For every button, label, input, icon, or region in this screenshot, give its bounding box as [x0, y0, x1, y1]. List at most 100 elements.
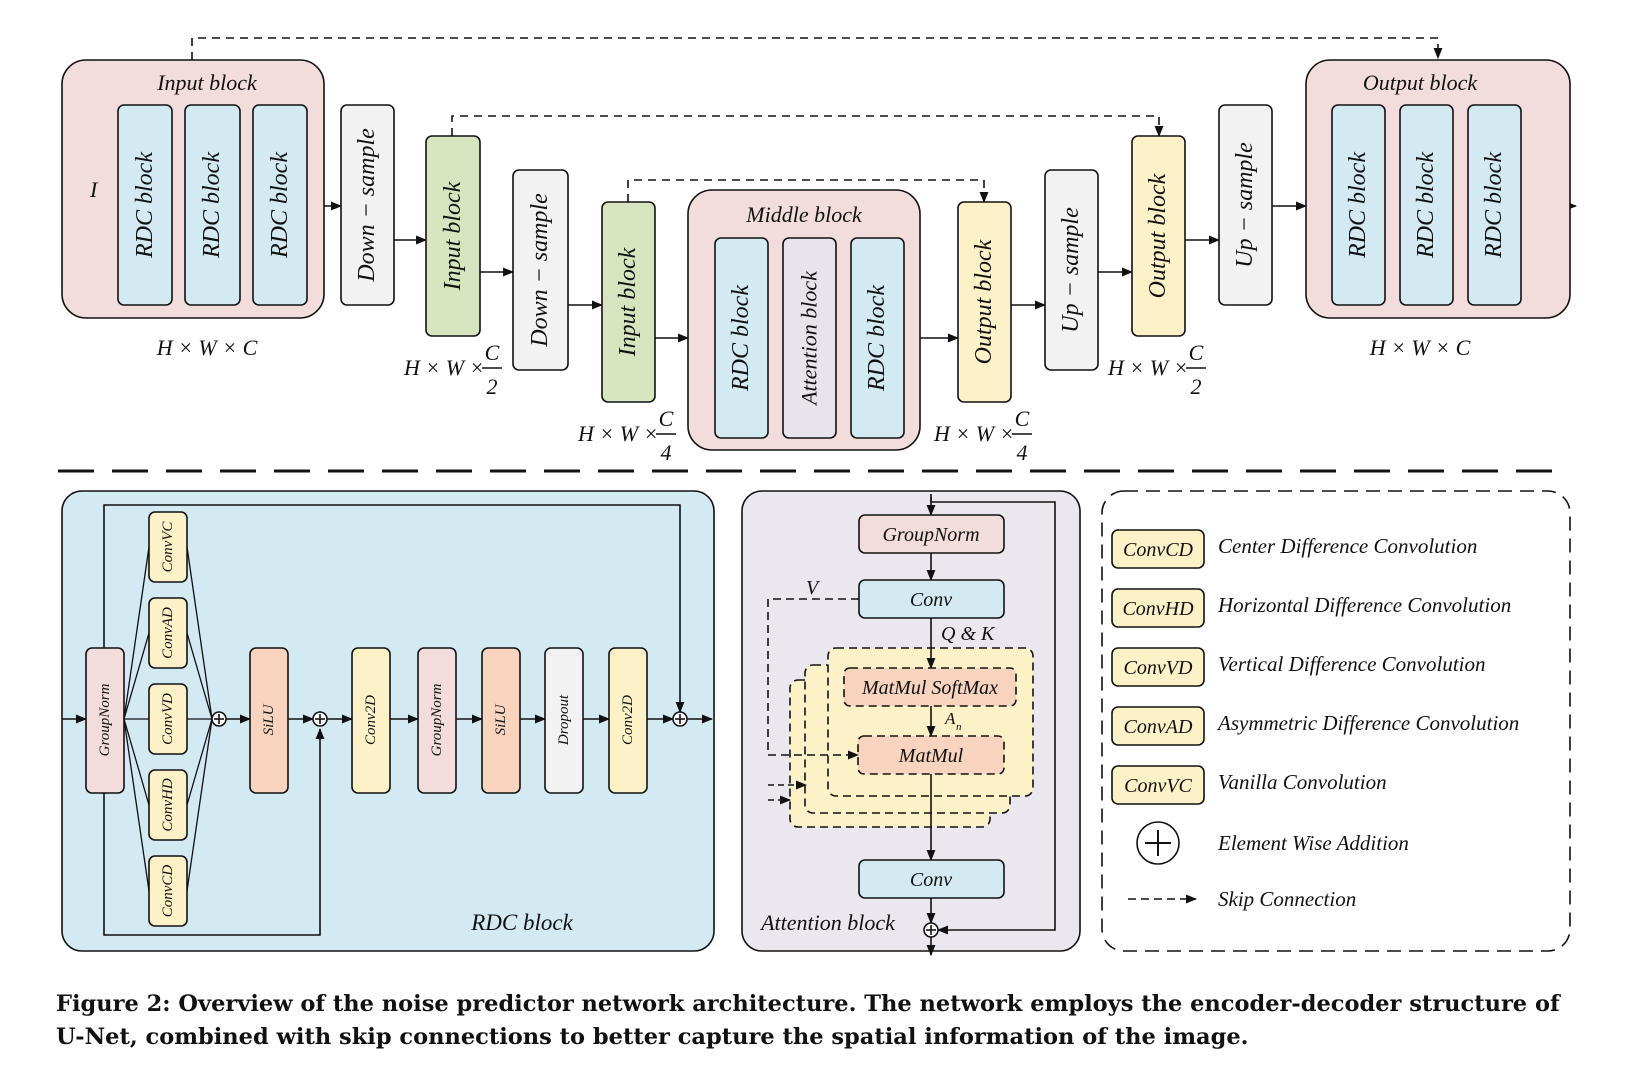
attn-conv-label: Conv: [910, 589, 952, 611]
input-block-label: Input block: [615, 247, 641, 357]
fraction-denominator: 4: [1017, 440, 1028, 465]
rdc-block-label: RDC block: [1345, 152, 1371, 259]
legend-item-convcd: ConvCD Center Difference Convolution: [1111, 529, 1477, 569]
rdc-block-label: RDC block: [1413, 152, 1439, 259]
rdc-block-label: RDC block: [267, 152, 293, 259]
rdc-block-label: RDC block: [728, 285, 754, 392]
dim-label-hwc: H × W × C: [1369, 335, 1471, 360]
fraction-denominator: 2: [1191, 374, 1202, 399]
dim-label-hwc: H × W × C: [156, 335, 258, 360]
legend-abbr: ConvAD: [1124, 716, 1193, 738]
rdc-groupnorm-label: GroupNorm: [97, 683, 113, 756]
skip-connection-middle: [451, 115, 1164, 138]
legend-abbr: ConvHD: [1122, 598, 1194, 620]
rdc-block-label: RDC block: [132, 152, 158, 259]
dim-label-prefix: H × W ×: [403, 355, 484, 380]
branch-convad-label: ConvAD: [160, 607, 176, 659]
legend-text: Skip Connection: [1218, 887, 1356, 911]
rdc-conv2d-label: Conv2D: [620, 695, 636, 745]
dim-label-prefix: H × W ×: [933, 421, 1014, 446]
fraction-numerator: C: [485, 340, 500, 365]
unet-overview: Input block RDC block RDC block RDC bloc…: [61, 37, 1578, 465]
skip-connections: [191, 37, 1443, 204]
rdc-block-label: RDC block: [1481, 152, 1507, 259]
branch-convvc-label: ConvVC: [160, 521, 176, 573]
up-sample-label: Up − sample: [1058, 207, 1084, 333]
fraction-numerator: C: [1189, 340, 1204, 365]
an-label: A: [944, 709, 956, 728]
v-label: V: [806, 577, 821, 599]
down-sample-label: Down − sample: [527, 193, 553, 348]
legend-abbr: ConvCD: [1123, 539, 1194, 561]
figure-caption: Figure 2: Overview of the noise predicto…: [56, 991, 1560, 1050]
rdc-block-detail: GroupNorm ConvVC ConvAD ConvVD ConvHD: [61, 490, 715, 952]
rdc-dropout-label: Dropout: [556, 694, 572, 746]
fraction-numerator: C: [1015, 406, 1030, 431]
output-block-level3: Output block H × W × C 4: [933, 201, 1032, 465]
attention-block-detail: GroupNorm Conv Q & K MatMul SoftMax A n …: [741, 490, 1081, 957]
attention-block-label: Attention block: [797, 270, 822, 407]
addition-icon: [1136, 821, 1180, 865]
legend-text: Center Difference Convolution: [1218, 534, 1477, 558]
dim-label-prefix: H × W ×: [1107, 355, 1188, 380]
attn-groupnorm-label: GroupNorm: [882, 524, 979, 546]
qk-label: Q & K: [941, 623, 996, 645]
fraction-denominator: 2: [487, 374, 498, 399]
rdc-branches: ConvVC ConvAD ConvVD ConvHD ConvCD: [148, 511, 188, 927]
input-block-level2: Input block H × W × C 2: [403, 135, 502, 399]
rdc-silu-label: SiLU: [493, 703, 509, 735]
down-sample-label: Down − sample: [354, 128, 380, 283]
matmul-softmax-label: MatMul SoftMax: [861, 677, 998, 699]
addition-icon: [672, 711, 688, 727]
addition-icon: [923, 922, 939, 938]
output-block-label: Output block: [971, 239, 997, 364]
an-subscript: n: [956, 721, 962, 733]
input-block-label: Input block: [440, 181, 466, 291]
rdc-silu-label: SiLU: [261, 703, 277, 735]
rdc-block-label: RDC block: [864, 285, 890, 392]
legend-abbr: ConvVD: [1124, 657, 1193, 679]
up-sample-1: Up − sample: [1044, 169, 1099, 371]
skip-connection-inner: [627, 179, 989, 204]
attn-conv-label: Conv: [910, 869, 952, 891]
legend-item-convad: ConvAD Asymmetric Difference Convolution: [1111, 706, 1519, 746]
legend: ConvCD Center Difference Convolution Con…: [1101, 490, 1571, 952]
output-block-level1: Output block RDC block RDC block RDC blo…: [1305, 59, 1571, 360]
attention-block-title: Attention block: [759, 910, 896, 935]
legend-item-skip: Skip Connection: [1128, 887, 1356, 911]
addition-icon: [312, 711, 328, 727]
legend-text: Vertical Difference Convolution: [1218, 652, 1486, 676]
rdc-block-label: RDC block: [199, 152, 225, 259]
input-symbol: I: [89, 177, 99, 202]
down-sample-1: Down − sample: [340, 104, 395, 306]
down-sample-2: Down − sample: [512, 169, 569, 371]
legend-item-convhd: ConvHD Horizontal Difference Convolution: [1111, 588, 1511, 628]
middle-block: Middle block RDC block Attention block R…: [687, 189, 921, 451]
legend-item-convvd: ConvVD Vertical Difference Convolution: [1111, 647, 1486, 687]
skip-connection-outer: [191, 37, 1443, 60]
up-sample-2: Up − sample: [1218, 104, 1273, 306]
dim-label-prefix: H × W ×: [577, 421, 658, 446]
legend-item-addition: Element Wise Addition: [1136, 821, 1409, 865]
legend-text: Element Wise Addition: [1217, 831, 1409, 855]
branch-convhd-label: ConvHD: [160, 778, 176, 831]
output-block-label: Output block: [1145, 173, 1171, 298]
branch-convcd-label: ConvCD: [160, 865, 176, 918]
fraction-numerator: C: [659, 406, 674, 431]
rdc-block-title: RDC block: [470, 910, 573, 935]
legend-text: Vanilla Convolution: [1218, 770, 1387, 794]
output-block-level2: Output block H × W × C 2: [1107, 135, 1206, 399]
output-block-title: Output block: [1363, 70, 1478, 95]
legend-text: Asymmetric Difference Convolution: [1216, 711, 1519, 735]
addition-icon: [211, 711, 227, 727]
input-block-level3: Input block H × W × C 4: [577, 201, 676, 465]
middle-block-title: Middle block: [745, 202, 863, 227]
legend-text: Horizontal Difference Convolution: [1217, 593, 1511, 617]
input-block-title: Input block: [156, 70, 258, 95]
matmul-label: MatMul: [898, 745, 964, 767]
fraction-denominator: 4: [661, 440, 672, 465]
legend-abbr: ConvVC: [1124, 775, 1192, 797]
rdc-conv2d-label: Conv2D: [363, 695, 379, 745]
branch-convvd-label: ConvVD: [160, 693, 176, 745]
